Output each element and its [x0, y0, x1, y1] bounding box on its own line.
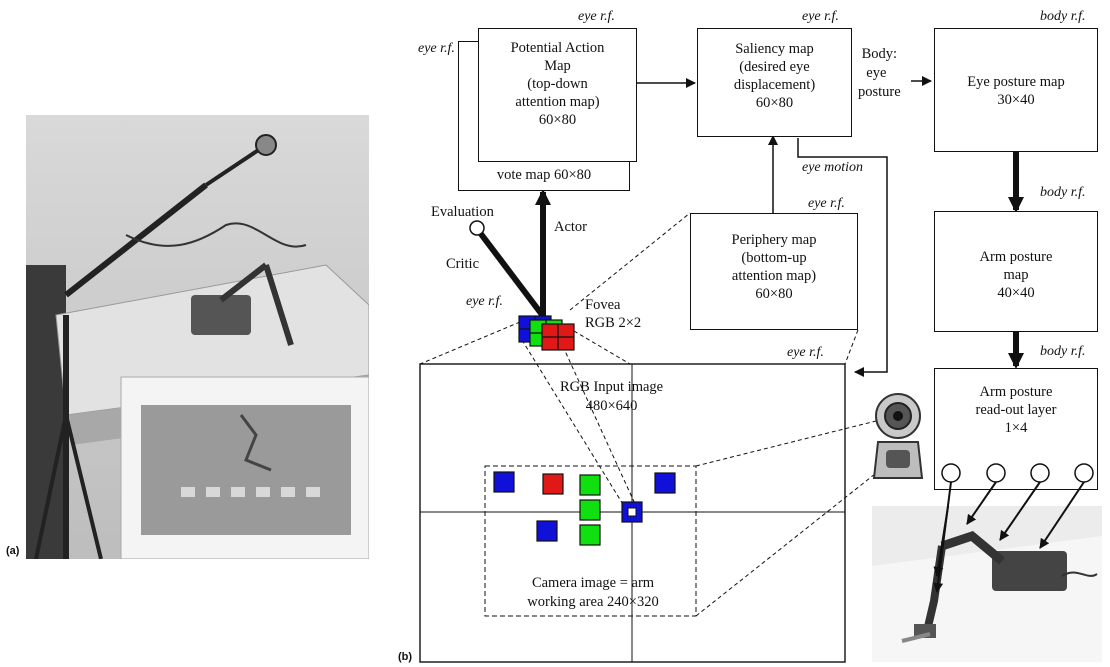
robot-arm-drawing	[872, 506, 1102, 662]
panel-b-tag: (b)	[398, 651, 413, 663]
target-blue-2	[654, 472, 676, 494]
pam-line-2: Map	[544, 58, 571, 74]
readout-line-2: read-out layer	[975, 402, 1057, 418]
saliency-map-box: Saliency map (desired eye displacement) …	[697, 28, 852, 137]
target-red	[542, 473, 564, 495]
fovea-label: Fovea RGB 2×2	[585, 296, 641, 332]
pam-line-1: Potential Action	[510, 40, 605, 56]
pam-line-3: (top-down	[527, 76, 588, 92]
body-label-1: Body:	[861, 46, 898, 62]
eye-posture-line-2: 30×40	[997, 92, 1035, 108]
rf-label-vote: eye r.f.	[418, 41, 455, 56]
readout-layer-box: Arm posture read-out layer 1×4	[934, 368, 1098, 490]
body-eye-posture-label: Body: eye posture	[858, 45, 901, 102]
target-green-1	[579, 474, 601, 496]
rf-label-input: eye r.f.	[787, 345, 824, 360]
arm-posture-line-1: Arm posture	[979, 249, 1053, 265]
input-image-label-1: RGB Input image	[560, 379, 664, 395]
rf-label-arm-posture: body r.f.	[1040, 185, 1086, 200]
readout-line-3: 1×4	[1004, 420, 1028, 436]
rf-label-saliency: eye r.f.	[802, 9, 839, 24]
periphery-line-1: Periphery map	[731, 232, 817, 248]
target-green-2	[579, 499, 601, 521]
robot-arm-photo	[872, 506, 1102, 662]
setup-photo-drawing	[26, 115, 369, 559]
potential-action-map-box: Potential Action Map (top-down attention…	[478, 28, 637, 162]
rf-label-readout: body r.f.	[1040, 344, 1086, 359]
camera-image-label-1: Camera image = arm	[531, 575, 655, 591]
fovea-label-1: Fovea	[585, 297, 621, 313]
evaluation-node	[469, 220, 485, 236]
eye-posture-line-1: Eye posture map	[967, 74, 1065, 90]
camera-image-label-2: working area 240×320	[527, 594, 659, 610]
periphery-line-3: attention map)	[731, 268, 817, 284]
color-targets	[493, 471, 676, 546]
arm-posture-line-2: map	[1003, 267, 1029, 283]
target-blue-1	[493, 471, 515, 493]
vote-map-label: vote map 60×80	[496, 167, 592, 183]
target-blue-3	[536, 520, 558, 542]
target-green-3	[579, 524, 601, 546]
periphery-line-2: (bottom-up	[741, 250, 807, 266]
input-image-label: RGB Input image 480×640	[560, 378, 663, 416]
critic-label: Critic	[446, 256, 480, 272]
saliency-line-1: Saliency map	[735, 41, 814, 57]
evaluation-label: Evaluation	[431, 204, 494, 220]
fovea-grids	[518, 315, 575, 351]
input-image-label-2: 480×640	[585, 398, 638, 414]
setup-photo	[26, 115, 369, 559]
body-label-3: posture	[858, 84, 901, 100]
saliency-line-4: 60×80	[755, 95, 794, 111]
saliency-line-3: displacement)	[733, 77, 816, 93]
camera-image-label: Camera image = arm working area 240×320	[508, 574, 678, 612]
line-critic	[478, 232, 546, 318]
camera-working-area	[484, 465, 697, 617]
fovea-label-2: RGB 2×2	[585, 315, 642, 331]
arrow-eye-motion	[797, 138, 888, 377]
arm-posture-line-3: 40×40	[997, 285, 1035, 301]
rf-label-eye-posture: body r.f.	[1040, 9, 1086, 24]
saliency-line-2: (desired eye	[739, 59, 810, 75]
periphery-line-4: 60×80	[755, 286, 793, 302]
rf-label-fovea: eye r.f.	[466, 294, 503, 309]
eye-posture-map-box: Eye posture map 30×40	[934, 28, 1098, 152]
eye-motion-label: eye motion	[802, 160, 864, 175]
rf-label-pam: eye r.f.	[578, 9, 615, 24]
readout-line-1: Arm posture	[979, 384, 1053, 400]
rf-label-periphery: eye r.f.	[808, 196, 845, 211]
readout-units	[941, 463, 1094, 483]
body-label-2: eye	[866, 65, 887, 81]
arm-posture-map-box: Arm posture map 40×40	[934, 211, 1098, 332]
periphery-map-box: Periphery map (bottom-up attention map) …	[690, 213, 858, 330]
panel-a-tag: (a)	[6, 545, 20, 557]
pam-line-4: attention map)	[515, 94, 600, 110]
actor-label: Actor	[554, 219, 588, 235]
pam-line-5: 60×80	[538, 112, 577, 128]
webcam-icon	[872, 393, 924, 479]
